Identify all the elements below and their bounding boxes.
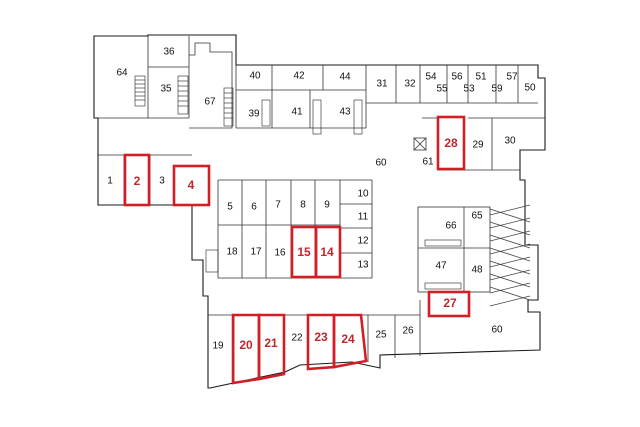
unit-label: 22	[291, 333, 303, 344]
unit-label: 59	[491, 84, 503, 95]
unit-label: 64	[116, 68, 128, 79]
unit-label: 16	[274, 248, 286, 259]
unit-label: 5	[227, 202, 233, 213]
unit-label: 47	[435, 261, 447, 272]
unit-label: 57	[506, 72, 518, 83]
unit-label: 7	[275, 200, 281, 211]
unit-label: 35	[160, 84, 172, 95]
unit-label-highlighted: 28	[444, 136, 458, 150]
unit-label: 43	[339, 107, 351, 118]
unit-28-highlight[interactable]	[436, 115, 466, 171]
highlighted-units	[123, 115, 471, 385]
unit-label: 50	[524, 83, 536, 94]
block-north-center	[235, 65, 367, 135]
unit-label: 61	[422, 157, 434, 168]
unit-label: 41	[291, 107, 303, 118]
unit-label: 60	[491, 325, 503, 336]
unit-label: 13	[357, 260, 369, 271]
unit-label: 30	[504, 136, 516, 147]
block-center	[205, 179, 373, 279]
hatched-area	[489, 204, 531, 307]
unit-label-highlighted: 14	[320, 245, 334, 259]
unit-label: 6	[251, 202, 257, 213]
unit-label: 26	[402, 326, 414, 337]
highlighted-unit-labels: 2 4 14 15 20 21 23 24 27 28	[134, 136, 458, 352]
unit-label: 29	[472, 140, 484, 151]
unit-label: 54	[425, 72, 437, 83]
building-outline	[93, 34, 546, 389]
unit-label: 48	[471, 265, 483, 276]
unit-label: 8	[300, 200, 306, 211]
unit-label: 3	[159, 176, 165, 187]
unit-label: 19	[212, 341, 224, 352]
unit-label: 31	[376, 79, 388, 90]
unit-4-highlight[interactable]	[172, 164, 211, 207]
unit-label: 25	[375, 330, 387, 341]
unit-label: 9	[324, 200, 330, 211]
unit-label: 11	[358, 212, 369, 223]
unit-label: 39	[248, 109, 260, 120]
block-north-east	[366, 65, 538, 104]
unit-label: 51	[475, 72, 487, 83]
unit-label: 17	[250, 247, 262, 258]
unit-24-highlight[interactable]	[332, 313, 368, 369]
unit-label: 66	[445, 221, 457, 232]
unit-label: 44	[339, 72, 351, 83]
unit-label: 32	[404, 79, 416, 90]
unit-2-highlight[interactable]	[123, 153, 151, 207]
block-67	[189, 42, 234, 129]
unit-label-highlighted: 21	[264, 336, 278, 350]
unit-label-highlighted: 20	[239, 338, 253, 352]
unit-labels: 1 3 5 6 7 8 9 10 11 12 13 16 17 18 19 22…	[107, 47, 536, 352]
block-east-core	[417, 204, 531, 307]
unit-label: 42	[293, 71, 305, 82]
unit-label-highlighted: 15	[297, 245, 311, 259]
unit-label-highlighted: 2	[134, 174, 141, 188]
unit-21-highlight[interactable]	[257, 313, 286, 381]
unit-label-highlighted: 27	[443, 296, 457, 310]
unit-label-highlighted: 23	[314, 330, 328, 344]
unit-label: 56	[451, 72, 463, 83]
block-north-west	[98, 36, 190, 119]
unit-label: 40	[249, 71, 261, 82]
unit-14-highlight[interactable]	[314, 225, 342, 279]
unit-label: 18	[226, 247, 238, 258]
unit-label: 1	[107, 176, 113, 187]
unit-label: 53	[463, 84, 475, 95]
unit-label-highlighted: 4	[188, 178, 195, 192]
unit-label: 65	[471, 211, 483, 222]
unit-label: 55	[436, 84, 448, 95]
unit-label: 67	[204, 97, 216, 108]
unit-label: 36	[163, 47, 175, 58]
unit-label: 10	[357, 189, 369, 200]
unit-27-highlight[interactable]	[427, 290, 471, 318]
unit-label: 12	[357, 236, 369, 247]
unit-label-highlighted: 24	[341, 332, 355, 346]
unit-label: 60	[375, 158, 387, 169]
